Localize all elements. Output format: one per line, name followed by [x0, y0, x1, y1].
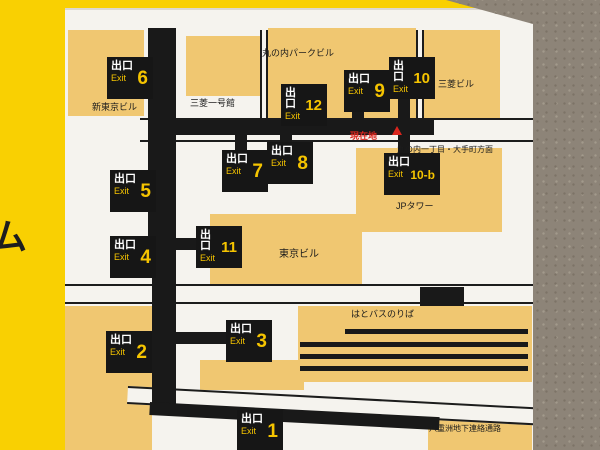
- exit-12-number: 12: [305, 97, 322, 114]
- corridor-stub-exit10: [398, 96, 410, 122]
- label-hatobus: はとバスのりば: [351, 309, 415, 319]
- current-location-label: 現在地: [350, 131, 378, 141]
- exit-9-number: 9: [374, 81, 385, 102]
- exit-6-label-jp: 出口: [111, 60, 133, 72]
- exit-12-label-jp: 出口: [285, 87, 296, 110]
- exit-8-number: 8: [297, 153, 308, 174]
- exit-7-label-en: Exit: [226, 166, 242, 176]
- exit-10b-label-en: Exit: [388, 169, 404, 179]
- exit-2-number: 2: [136, 342, 147, 363]
- exit-10-label-jp: 出口: [393, 60, 404, 83]
- label-tokyo-building: 東京ビル: [279, 249, 319, 260]
- corridor-stub-exit7: [235, 133, 247, 152]
- corridor-stub-exit3: [174, 332, 228, 344]
- label-mitsubishi-ichigokan: 三菱一号館: [190, 98, 236, 108]
- label-marunouchi-park: 丸の内パークビル: [262, 48, 335, 58]
- exit-3-label-en: Exit: [230, 336, 246, 346]
- corridor-stub-exit11: [174, 238, 198, 250]
- road-between-ichigokan-park: [260, 30, 268, 118]
- exit-7-number: 7: [252, 161, 263, 182]
- label-shin-tokyo: 新東京ビル: [92, 102, 138, 112]
- sign-top-edge: [65, 8, 533, 11]
- label-jp-tower: JPタワー: [396, 201, 434, 211]
- area-yaesu-passage: [428, 420, 532, 450]
- bus-bay-bar: [300, 366, 528, 371]
- exit-8-label-en: Exit: [271, 158, 287, 168]
- exit-5-number: 5: [140, 181, 151, 202]
- label-yaesu-passage: 八重洲地下連絡通路: [429, 424, 501, 433]
- wall-right: [533, 0, 600, 450]
- exit-5-label-en: Exit: [114, 186, 130, 196]
- exit-4-label-en: Exit: [114, 252, 130, 262]
- exit-9-label-jp: 出口: [348, 73, 370, 85]
- exit-11-label-jp: 出口: [200, 229, 211, 252]
- exit-1-number: 1: [267, 421, 278, 442]
- exit-1-label-en: Exit: [241, 426, 257, 436]
- corridor-main-lower: [152, 262, 176, 404]
- building-mitsubishi: [424, 30, 500, 120]
- exit-2-label-en: Exit: [110, 347, 126, 357]
- corridor-top-horizontal: [172, 120, 434, 135]
- area-yellow-bottom-left: [65, 306, 152, 450]
- exit-1-label-jp: 出口: [241, 413, 263, 425]
- exit-9-label-en: Exit: [348, 86, 364, 96]
- exit-2-label-jp: 出口: [110, 334, 132, 346]
- label-mitsubishi: 三菱ビル: [438, 79, 475, 89]
- current-location-marker-icon: [392, 126, 402, 135]
- exit-11-label-en: Exit: [200, 253, 216, 263]
- structure-black-block: [420, 287, 464, 306]
- exit-6-label-en: Exit: [111, 73, 127, 83]
- exit-3-number: 3: [256, 331, 267, 352]
- exit-10-label-en: Exit: [393, 84, 409, 94]
- exit-5-label-jp: 出口: [114, 173, 136, 185]
- exit-11-number: 11: [221, 239, 237, 256]
- exit-8-label-jp: 出口: [271, 145, 293, 157]
- exit-10-number: 10: [413, 70, 430, 87]
- exit-10b-label-jp: 出口: [388, 156, 410, 168]
- exit-3-label-jp: 出口: [230, 323, 252, 335]
- exit-10b-number: 10-b: [410, 167, 435, 182]
- corridor-stub-exit10b: [398, 133, 410, 155]
- building-mitsubishi-ichigokan: [186, 36, 260, 96]
- road-middle: [65, 284, 533, 304]
- exit-7-label-jp: 出口: [226, 153, 248, 165]
- bus-bay-bar: [300, 354, 528, 359]
- left-partial-text: ム: [0, 216, 28, 257]
- bus-bay-bar: [345, 329, 528, 334]
- bus-bay-bar: [300, 342, 528, 347]
- label-direction: 丸の内一丁目・大手町方面: [397, 145, 493, 154]
- exit-4-label-jp: 出口: [114, 239, 136, 251]
- area-yellow-mid-bottom: [200, 360, 304, 390]
- exit-6-number: 6: [137, 68, 148, 89]
- exit-12-label-en: Exit: [285, 111, 301, 121]
- exit-4-number: 4: [140, 247, 151, 268]
